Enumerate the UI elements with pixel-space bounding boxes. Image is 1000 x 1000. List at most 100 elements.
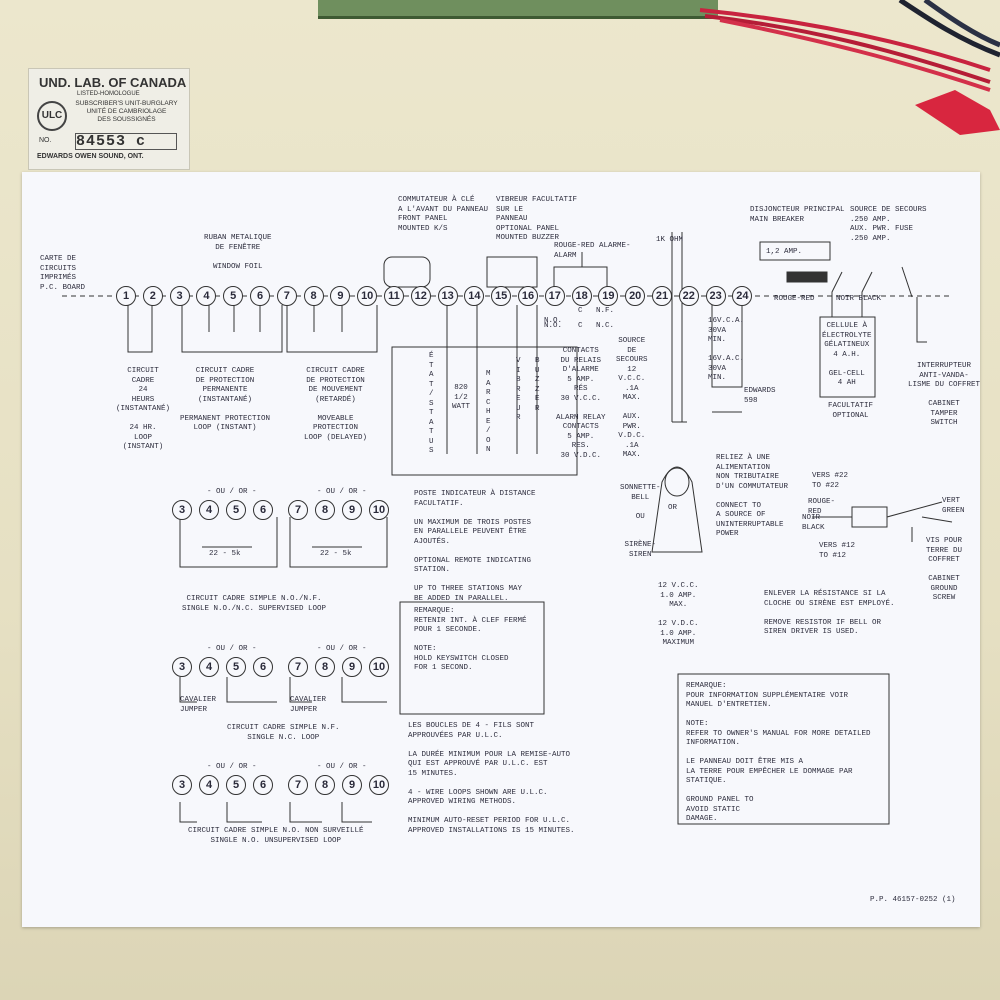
terminal-21: 21 <box>652 286 672 306</box>
terminal-5: 5 <box>223 286 244 306</box>
bell-spec-label: 12 V.C.C.1.0 AMP.MAX. 12 V.D.C.1.0 AMP.M… <box>658 582 699 647</box>
terminal-1: 1 <box>116 286 136 306</box>
terminal-4: 4 <box>196 286 217 306</box>
ulc-maker: EDWARDS OWEN SOUND, ONT. <box>37 153 144 160</box>
relay-label-no2: N.O. <box>544 322 563 330</box>
relay-label-c: C <box>578 307 583 315</box>
resistor-value-2: 22 - 5k <box>320 550 352 558</box>
ulc-label: UND. LAB. OF CANADA LISTED-HOMOLOGUE ULC… <box>28 68 190 170</box>
loop-terminal-6: 6 <box>253 657 273 677</box>
ulc-title: UND. LAB. OF CANADA <box>39 75 187 90</box>
loop-terminal-10: 10 <box>369 775 389 795</box>
circuit-board-edge <box>318 0 718 19</box>
red-wire-label: ROUGE-RED <box>808 498 836 516</box>
ou-or-label: - OU / OR - <box>317 488 367 496</box>
terminal-11: 11 <box>384 286 404 306</box>
loop-terminal-9: 9 <box>342 500 362 520</box>
relay-label-no: N.O. <box>544 317 563 325</box>
terminal-17: 17 <box>544 286 565 306</box>
loop-terminal-4: 4 <box>199 500 219 520</box>
ou-or-label: - OU / OR - <box>207 645 257 653</box>
relay-label-nf: N.F. <box>596 307 615 315</box>
part-number: P.P. 46157-0252 (1) <box>870 896 956 904</box>
bell-siren-label: SONNETTE-BELL OU SIRÈNE-SIREN <box>620 484 661 559</box>
loop-terminal-7: 7 <box>288 775 308 795</box>
loop-terminal-8: 8 <box>315 657 335 677</box>
terminal-2: 2 <box>142 286 163 306</box>
terminal-12: 12 <box>410 286 431 306</box>
loop-terminal-5: 5 <box>226 775 246 795</box>
loop-terminal-3: 3 <box>172 500 192 520</box>
terminal-13: 13 <box>437 286 458 306</box>
amp-rating-label: 1,2 AMP. <box>766 248 803 256</box>
ou-or-label: - OU / OR - <box>317 763 367 771</box>
ulc-subtitle: LISTED-HOMOLOGUE <box>77 91 140 97</box>
black-wire-label: NOIR-BLACK <box>802 514 825 532</box>
terminal-22: 22 <box>678 286 699 306</box>
secondary-fuse-label: SOURCE DE SECOURS.250 AMP.AUX. PWR. FUSE… <box>850 206 927 243</box>
ou-or-label: - OU / OR - <box>207 488 257 496</box>
supervised-loop-caption: CIRCUIT CADRE SIMPLE N.O./N.F.SINGLE N.O… <box>182 595 327 613</box>
remark-box: REMARQUE:POUR INFORMATION SUPPLÉMENTAIRE… <box>686 682 871 823</box>
terminal-3: 3 <box>169 286 190 306</box>
loop-terminal-6: 6 <box>253 500 273 520</box>
terminal-24: 24 <box>732 286 753 306</box>
loop-terminal-5: 5 <box>226 500 246 520</box>
terminal-15: 15 <box>491 286 512 306</box>
terminal-23: 23 <box>705 286 726 306</box>
relay-label-nc: N.C. <box>596 322 615 330</box>
loop-terminal-10: 10 <box>369 500 389 520</box>
loop-terminal-9: 9 <box>342 775 362 795</box>
nc-loop-caption: CIRCUIT CADRE SIMPLE N.F.SINGLE N.C. LOO… <box>227 724 340 742</box>
resistor-value-1: 22 - 5k <box>209 550 241 558</box>
loop-terminal-6: 6 <box>253 775 273 795</box>
ulc-no-label: NO. <box>39 137 52 144</box>
loop-terminal-3: 3 <box>172 775 192 795</box>
loop-terminal-8: 8 <box>315 775 335 795</box>
loop-terminal-7: 7 <box>288 657 308 677</box>
terminal-10: 10 <box>357 286 378 306</box>
rouge-red-label: ROUGE-RED <box>774 295 815 303</box>
loop-terminal-7: 7 <box>288 500 308 520</box>
ohm-label: 1K OHM <box>656 236 684 244</box>
loop-terminal-5: 5 <box>226 657 246 677</box>
terminal-14: 14 <box>464 286 485 306</box>
loop-terminal-10: 10 <box>369 657 389 677</box>
alarm-label: ROUGE-RED ALARME- ALARM <box>554 242 631 260</box>
loop-terminal-3: 3 <box>172 657 192 677</box>
noir-black-label: NOIR BLACK <box>836 295 882 303</box>
or-label: OR <box>668 504 678 512</box>
terminal-7: 7 <box>276 286 297 306</box>
red-wires <box>699 0 1000 135</box>
